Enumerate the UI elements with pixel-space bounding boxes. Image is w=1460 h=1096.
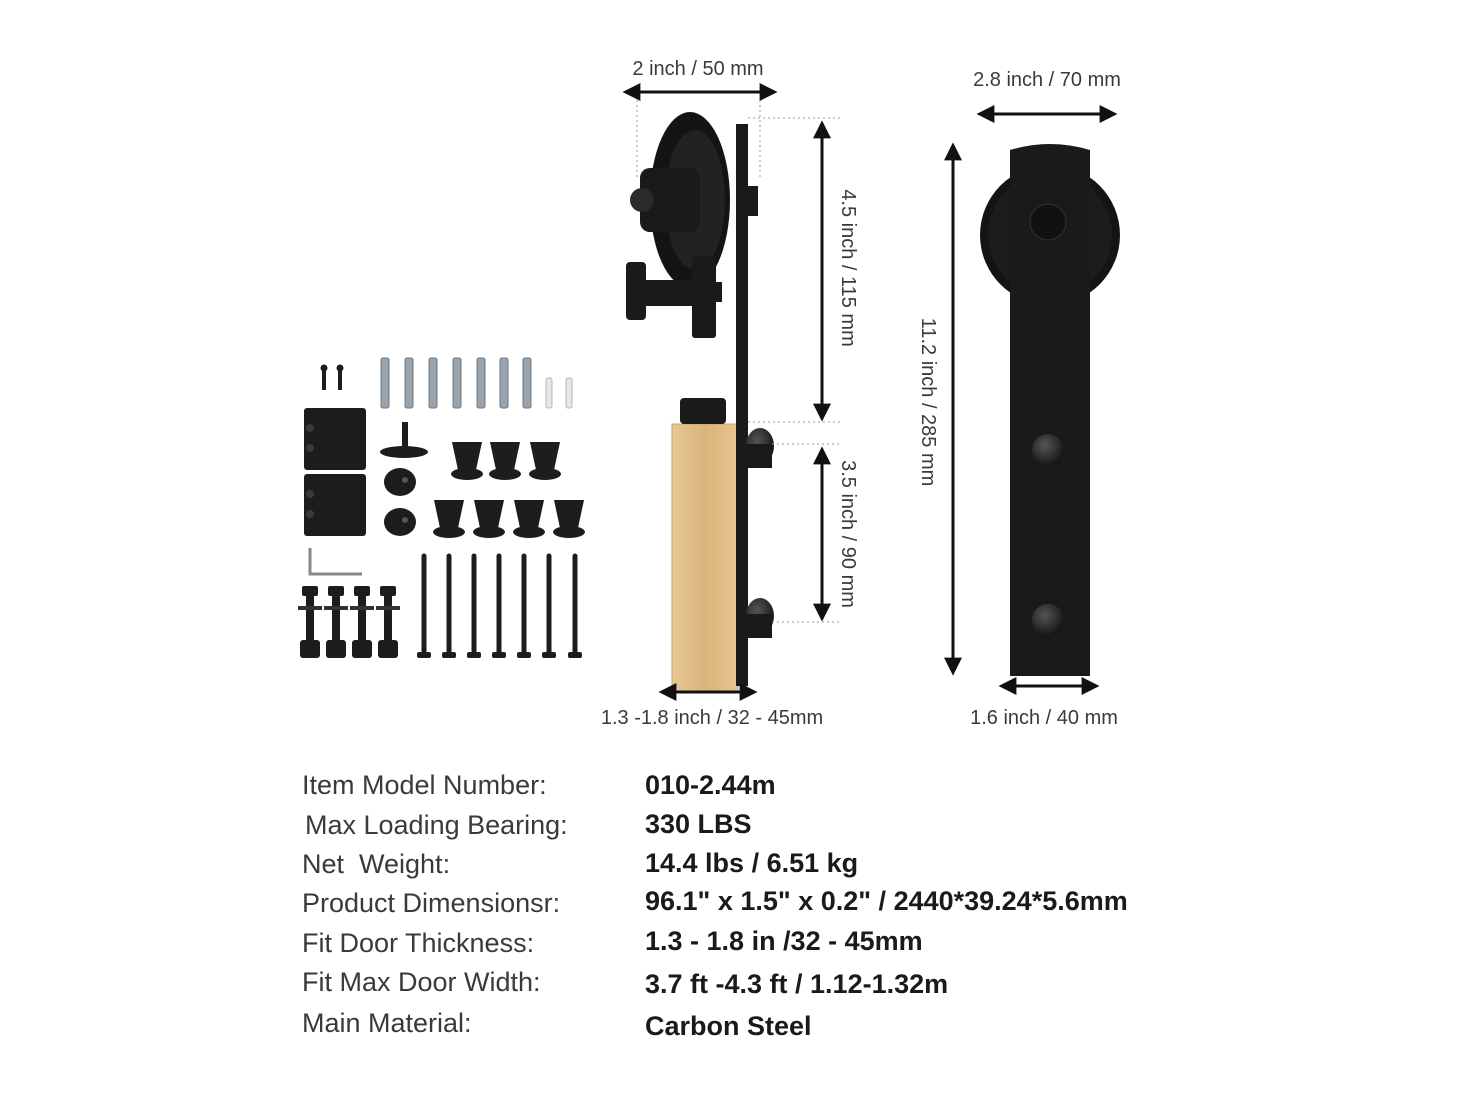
hex-key [308, 548, 362, 576]
spec-value-net-weight: 14.4 lbs / 6.51 kg [645, 848, 859, 878]
wall-anchors [380, 357, 573, 409]
spec-value-model: 010-2.44m [645, 770, 776, 800]
spec-value-door-width: 3.7 ft -4.3 ft / 1.12-1.32m [645, 969, 949, 999]
dim-roller-width-label: 2 inch / 50 mm [632, 58, 763, 80]
spec-label-dimensions: Product Dimensionsr: [302, 888, 561, 918]
bolts [298, 586, 400, 658]
spec-label-door-width: Fit Max Door Width: [302, 967, 541, 997]
floor-guide [380, 422, 428, 458]
front-view: 2.8 inch / 70 mm 11.2 inch / 285 mm 1.6 … [917, 69, 1121, 729]
stopper [626, 256, 722, 338]
spec-value-dimensions: 96.1" x 1.5" x 0.2" / 2440*39.24*5.6mm [645, 886, 1128, 916]
spec-label-max-load: Max Loading Bearing: [305, 810, 568, 840]
dim-total-height-label: 11.2 inch / 285 mm [917, 318, 939, 487]
anti-jump-brackets [304, 408, 366, 536]
dim-hanger-width-label: 2.8 inch / 70 mm [973, 69, 1121, 91]
dim-wheel-height: 4.5 inch / 115 mm [748, 117, 859, 423]
small-screws [320, 364, 344, 390]
spec-value-door-thickness: 1.3 - 1.8 in /32 - 45mm [645, 926, 923, 956]
dim-strap-width: 1.6 inch / 40 mm [970, 677, 1118, 729]
door-panel [671, 423, 739, 693]
strap-bolts-front [1032, 434, 1064, 636]
spec-label-door-thickness: Fit Door Thickness: [302, 928, 535, 958]
strap-bolts-side [746, 428, 774, 638]
hanger-strap-front [1010, 144, 1090, 676]
spec-value-max-load: 330 LBS [645, 809, 752, 839]
side-view: 2 inch / 50 mm 4.5 inch / 115 mm 3.5 inc… [601, 58, 859, 729]
spec-label-material: Main Material: [302, 1008, 472, 1038]
dim-door-thickness: 1.3 -1.8 inch / 32 - 45mm [601, 683, 823, 729]
product-diagram: 2 inch / 50 mm 4.5 inch / 115 mm 3.5 inc… [298, 58, 1121, 729]
round-caps [384, 468, 416, 536]
spec-label-model: Item Model Number: [302, 770, 547, 800]
spec-label-net-weight: Net Weight: [302, 849, 451, 879]
dim-bolt-spacing-label: 3.5 inch / 90 mm [837, 460, 859, 608]
spacers [433, 442, 585, 538]
dim-strap-width-label: 1.6 inch / 40 mm [970, 707, 1118, 729]
roller-wheel [630, 112, 758, 288]
dim-wheel-height-label: 4.5 inch / 115 mm [837, 189, 859, 346]
dim-bolt-spacing: 3.5 inch / 90 mm [772, 443, 859, 623]
hardware-kit [298, 357, 585, 658]
hanger-strap-side [736, 124, 748, 686]
lag-screws [421, 553, 578, 657]
dim-hanger-width: 2.8 inch / 70 mm [973, 69, 1121, 123]
dim-roller-width: 2 inch / 50 mm [622, 58, 778, 180]
dim-door-thickness-label: 1.3 -1.8 inch / 32 - 45mm [601, 707, 823, 729]
spec-value-material: Carbon Steel [645, 1011, 812, 1041]
dim-total-height: 11.2 inch / 285 mm [917, 142, 962, 676]
